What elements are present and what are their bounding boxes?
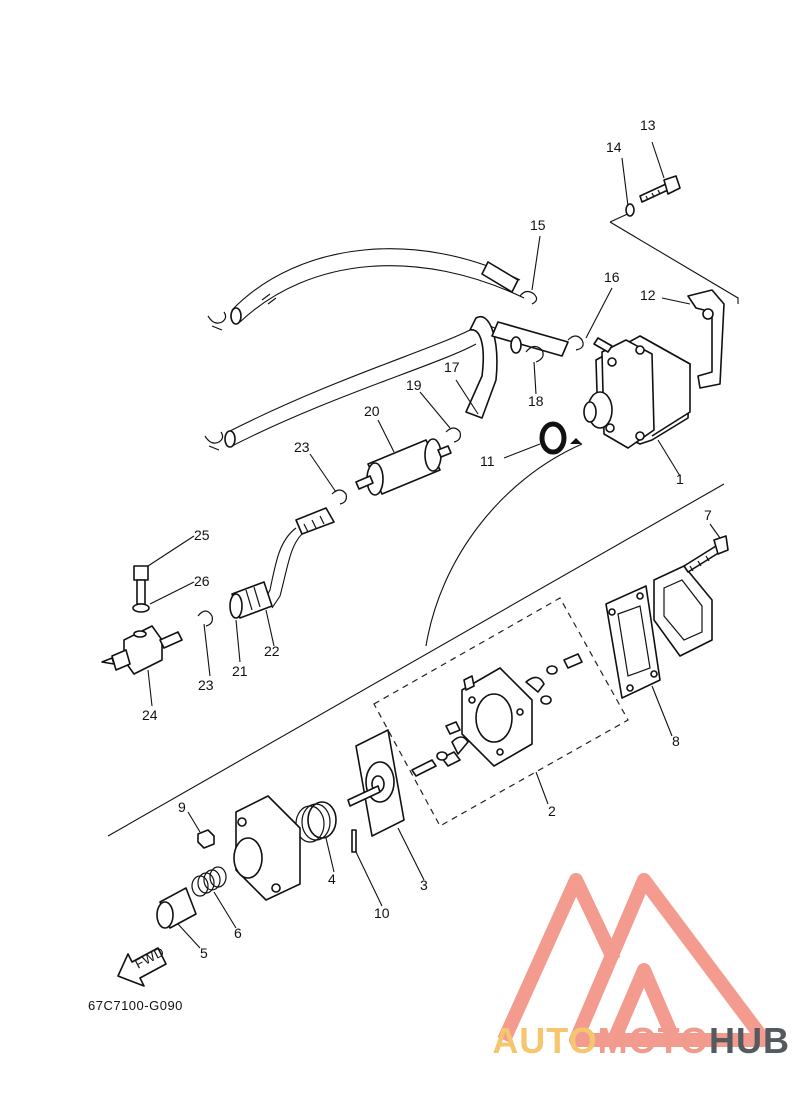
fuel-pump-assembly	[583, 335, 691, 449]
washer-26	[132, 603, 150, 613]
fwd-arrow-icon: FWD	[117, 944, 167, 987]
callout-15: 15	[530, 217, 546, 233]
nut-9	[197, 829, 215, 849]
callout-6: 6	[234, 925, 242, 941]
bolt-13	[639, 175, 681, 203]
callout-3: 3	[420, 877, 428, 893]
automotohub-logo-icon	[497, 873, 771, 1047]
callout-25: 25	[194, 527, 210, 543]
callout-14: 14	[606, 139, 622, 155]
watermark-part-auto: AUTO	[492, 1020, 598, 1061]
hose-22	[261, 507, 335, 609]
dashed-box-2	[373, 597, 629, 827]
hose-15-end	[481, 261, 538, 305]
watermark-part-moto: MOTO	[597, 1020, 709, 1061]
clip-23-lower	[197, 610, 213, 627]
plunger-5	[156, 887, 197, 929]
callout-11: 11	[480, 453, 495, 469]
callout-20: 20	[364, 403, 380, 419]
o-ring-11	[539, 421, 567, 455]
washer-14	[625, 203, 635, 217]
callout-17: 17	[444, 359, 460, 375]
spring-6	[191, 866, 227, 897]
fuel-filter-20	[355, 438, 452, 496]
bracket-12	[687, 289, 725, 389]
clip-16	[567, 335, 584, 351]
bolt-25	[133, 565, 149, 605]
callout-4: 4	[328, 871, 336, 887]
callout-7: 7	[704, 507, 712, 523]
diaphragm-3	[347, 729, 405, 837]
callout-23-upper: 23	[294, 439, 310, 455]
check-valve-parts	[411, 653, 583, 777]
hose-clip-left-upper	[207, 311, 227, 331]
gasket-8	[605, 585, 661, 699]
callout-5: 5	[200, 945, 208, 961]
callout-26: 26	[194, 573, 210, 589]
automotohub-watermark-text: AUTOMOTOHUB	[492, 1020, 790, 1062]
callout-10: 10	[374, 905, 390, 921]
callout-21: 21	[232, 663, 248, 679]
bolt-7	[683, 535, 729, 573]
cover-7-plate	[653, 565, 713, 657]
leader-lines	[147, 141, 721, 949]
callout-labels: 1 2 3 4 5 6 7 8 9 10 11 12 13 14 15 16 1…	[142, 117, 712, 961]
callout-19: 19	[406, 377, 422, 393]
clip-19	[445, 427, 461, 443]
callout-12: 12	[640, 287, 656, 303]
callout-8: 8	[672, 733, 680, 749]
callout-13: 13	[640, 117, 656, 133]
watermark-part-hub: HUB	[709, 1020, 790, 1061]
hose-21	[229, 581, 273, 619]
callout-18: 18	[528, 393, 544, 409]
callout-22: 22	[264, 643, 280, 659]
housing-flange	[233, 795, 301, 901]
pin-10	[351, 829, 357, 853]
hose-17	[465, 315, 569, 419]
fuel-joint-24	[101, 625, 183, 675]
diagram-code: 67C7100-G090	[88, 998, 183, 1013]
clip-23-upper	[331, 489, 347, 505]
fuel-hose-upper	[230, 248, 525, 325]
callout-9: 9	[178, 799, 186, 815]
callout-16: 16	[604, 269, 620, 285]
callout-23-lower: 23	[198, 677, 214, 693]
clip-18	[525, 345, 544, 363]
callout-24: 24	[142, 707, 158, 723]
pump-body-2	[461, 667, 533, 767]
spring-4	[295, 801, 337, 843]
callout-1: 1	[676, 471, 684, 487]
callout-2: 2	[548, 803, 556, 819]
hose-clip-left-lower	[204, 431, 224, 451]
